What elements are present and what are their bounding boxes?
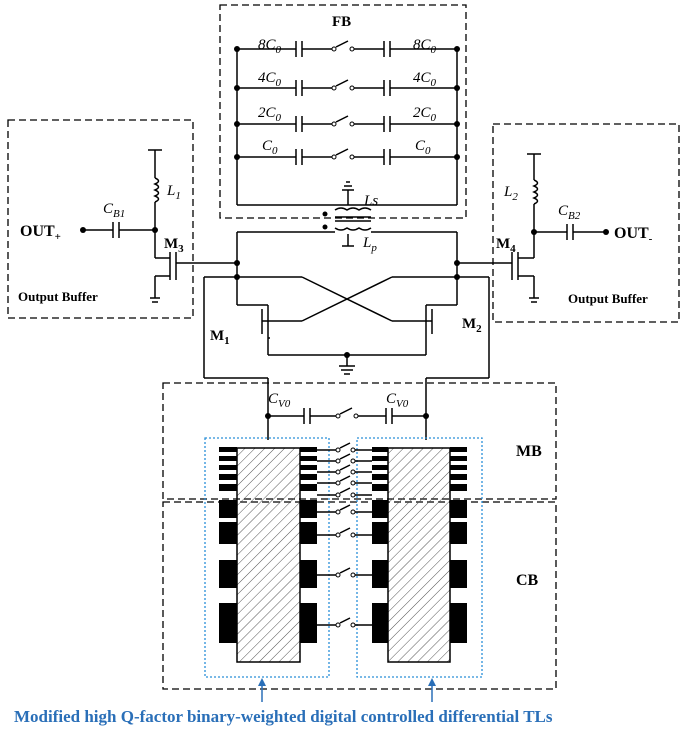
m4-label: M4 xyxy=(496,236,516,255)
caption-arrows xyxy=(258,678,436,702)
m3-label: M3 xyxy=(164,236,184,255)
tl-finger xyxy=(219,484,237,491)
fb-row xyxy=(234,115,460,132)
m1-label: M1 xyxy=(210,328,230,347)
fb-cap-8c0-right: 8C0 xyxy=(413,37,437,56)
m2-label: M2 xyxy=(462,316,482,335)
tl-finger xyxy=(219,522,237,544)
tl-finger xyxy=(219,456,237,461)
tl-switch xyxy=(317,475,372,486)
tl-finger xyxy=(219,560,237,588)
tl-finger xyxy=(300,456,317,461)
fb-capacitor-bank xyxy=(234,40,460,206)
fb-cap-4c0-left: 4C0 xyxy=(258,70,282,89)
left-output-buffer xyxy=(80,149,186,303)
tl-switch xyxy=(317,504,372,515)
out-minus-label: OUT- xyxy=(614,225,653,245)
tl-finger xyxy=(372,447,388,452)
transformer-ls-lp xyxy=(322,181,372,247)
output-buffer-left-box xyxy=(7,119,194,319)
fb-cap-8c0-left: 8C0 xyxy=(258,37,282,56)
tl-switch xyxy=(317,487,372,498)
fb-cap-c0-left: C0 xyxy=(262,138,278,157)
tl-finger xyxy=(372,484,388,491)
fb-label: FB xyxy=(332,14,351,30)
l2-label: L2 xyxy=(503,184,518,203)
out-plus-label: OUT+ xyxy=(20,223,61,243)
tl-finger xyxy=(219,603,237,643)
tl-finger xyxy=(450,603,467,643)
cb-label: CB xyxy=(516,572,539,589)
tl-finger xyxy=(219,500,237,518)
tl-switch xyxy=(317,617,372,628)
tl-finger xyxy=(300,603,317,643)
tl-left-body xyxy=(236,447,301,663)
output-buffer-right-box xyxy=(492,123,680,323)
tl-finger xyxy=(450,465,467,470)
tl-finger xyxy=(300,447,317,452)
tl-switch xyxy=(317,464,372,475)
fb-row xyxy=(234,79,460,96)
tl-finger xyxy=(372,465,388,470)
tl-finger xyxy=(372,474,388,480)
fb-cap-2c0-left: 2C0 xyxy=(258,105,282,124)
tl-finger xyxy=(300,465,317,470)
tl-finger xyxy=(219,474,237,480)
tl-finger xyxy=(450,522,467,544)
tl-finger xyxy=(372,456,388,461)
cv0-left-label: CV0 xyxy=(268,391,291,410)
tl-finger xyxy=(450,484,467,491)
tl-finger xyxy=(450,447,467,452)
tl-finger xyxy=(450,474,467,480)
l1-label: L1 xyxy=(166,183,181,202)
output-buffer-right-label: Output Buffer xyxy=(568,291,648,306)
cb2-label: CB2 xyxy=(558,203,581,222)
fb-cap-2c0-right: 2C0 xyxy=(413,105,437,124)
tl-finger xyxy=(450,456,467,461)
mb-box xyxy=(162,382,557,500)
tl-switch xyxy=(317,453,372,464)
tl-finger xyxy=(300,500,317,518)
cv0-right-label: CV0 xyxy=(386,391,409,410)
tl-finger xyxy=(372,500,388,518)
fb-row xyxy=(234,148,460,165)
fb-cap-c0-right: C0 xyxy=(415,138,431,157)
tl-finger xyxy=(219,465,237,470)
mb-label: MB xyxy=(516,443,542,460)
cb1-label: CB1 xyxy=(103,201,125,220)
tl-finger xyxy=(372,603,388,643)
tl-finger xyxy=(372,560,388,588)
tl-finger xyxy=(300,484,317,491)
cv0-branch xyxy=(265,407,429,424)
tl-right-dotted-box xyxy=(356,437,483,678)
tl-finger xyxy=(450,500,467,518)
tl-left-dotted-box xyxy=(204,437,330,678)
fb-cap-4c0-right: 4C0 xyxy=(413,70,437,89)
right-output-buffer xyxy=(505,153,609,303)
tl-finger xyxy=(300,522,317,544)
tl-finger xyxy=(219,447,237,452)
fb-box xyxy=(219,4,467,219)
tl-switch xyxy=(317,527,372,538)
tl-switch xyxy=(317,442,372,453)
tl-bars xyxy=(219,442,467,643)
tl-finger xyxy=(450,560,467,588)
cb-box xyxy=(162,501,557,690)
fb-row xyxy=(234,40,460,57)
lp-label: Lp xyxy=(362,235,377,254)
core-wiring xyxy=(186,231,505,440)
ls-label: Ls xyxy=(363,193,378,209)
tl-finger xyxy=(300,474,317,480)
tl-switch xyxy=(317,567,372,578)
output-buffer-left-label: Output Buffer xyxy=(18,289,98,304)
figure-caption: Modified high Q-factor binary-weighted d… xyxy=(14,707,553,726)
tl-finger xyxy=(372,522,388,544)
tl-finger xyxy=(300,560,317,588)
tl-right-body xyxy=(387,447,451,663)
